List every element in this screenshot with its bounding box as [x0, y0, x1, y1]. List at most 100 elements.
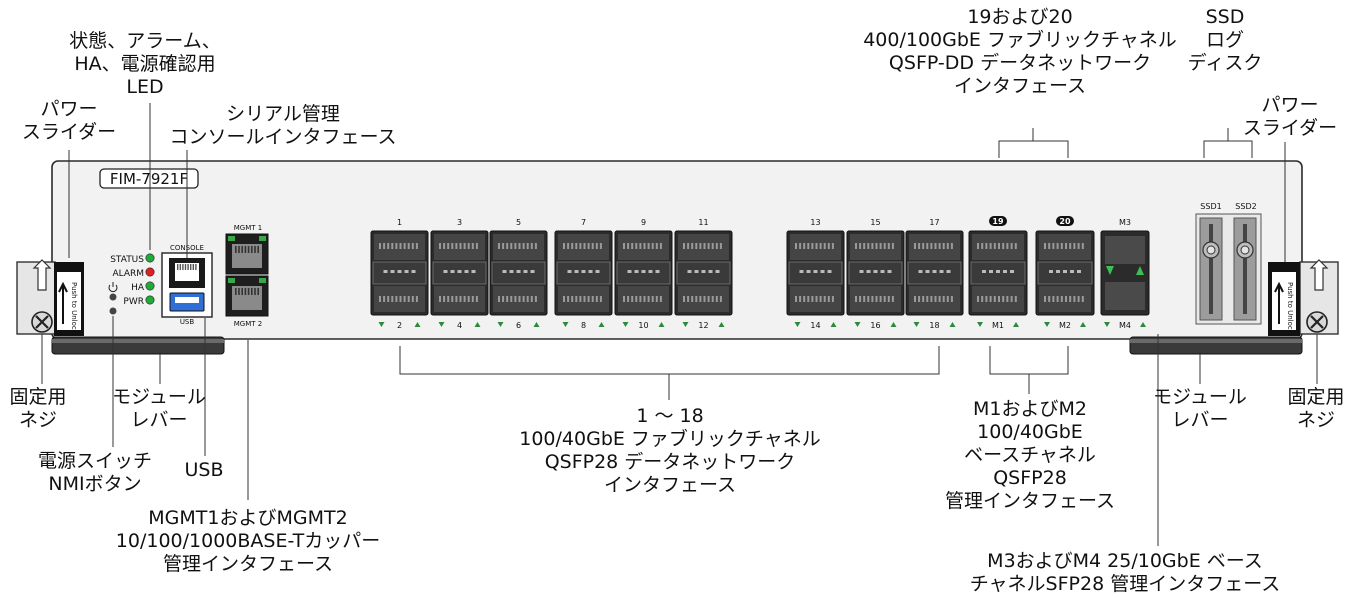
port-17-contact — [934, 243, 937, 249]
port-15-contact — [859, 296, 862, 302]
port-5-contact — [526, 296, 529, 302]
callout-line: 固定用 — [1287, 386, 1345, 408]
port-bottom-label: 8 — [581, 321, 586, 330]
port-20-contact — [1052, 296, 1055, 302]
mgmt1-pin — [254, 246, 256, 253]
port-1-contact — [399, 243, 402, 249]
port-15-contact — [875, 243, 878, 249]
port-led-up-icon — [533, 322, 540, 327]
port-led-down-icon — [913, 322, 920, 327]
left-arrow-up-icon — [32, 259, 52, 291]
port-3-contact — [467, 243, 470, 249]
port-15-contact — [879, 296, 882, 302]
port-led-up-icon — [890, 322, 897, 327]
mgmt1-label: MGMT 1 — [234, 224, 262, 232]
port-top-label: 9 — [641, 218, 646, 227]
sfp28-led-up-icon — [1136, 266, 1144, 275]
port-top-label: 17 — [929, 218, 939, 227]
console-pin — [187, 264, 189, 270]
port-1-contact — [395, 296, 398, 302]
callout-line: 管理インタフェース — [944, 490, 1116, 512]
port-led-down-icon — [1044, 322, 1050, 327]
callout-line: モジュール — [112, 386, 206, 408]
port-7-contact — [587, 243, 590, 249]
port-17-contact — [926, 296, 929, 302]
led-label-status: STATUS — [110, 255, 144, 265]
port-13-contact — [807, 296, 810, 302]
mgmt1-pin — [238, 246, 240, 253]
port-9-contact — [659, 296, 662, 302]
port-15-contact — [867, 243, 870, 249]
right-lever-highlight — [1130, 339, 1302, 343]
port-3-contact — [459, 296, 462, 302]
port-17-contact — [950, 243, 953, 249]
port-led-up-icon — [598, 322, 605, 327]
port-20-latch-mark — [1063, 270, 1067, 273]
port-9-contact — [651, 243, 654, 249]
port-led-up-icon — [1013, 322, 1019, 327]
port-13-latch-mark — [820, 270, 825, 273]
right-unlock-text: Push to Unlock — [1286, 282, 1294, 335]
port-7-latch-mark — [567, 270, 572, 273]
callout-line: MGMT1およびMGMT2 — [148, 507, 348, 529]
callout-usb: USB — [172, 459, 236, 482]
port-3-contact — [439, 243, 441, 249]
port-11-contact — [695, 296, 698, 302]
port-led-down-icon — [682, 322, 689, 327]
port-led-down-icon — [794, 322, 801, 327]
port-7-latch-mark — [581, 270, 586, 273]
callout-line: 状態、アラーム、 — [69, 30, 221, 52]
port-top-label: 3 — [457, 218, 462, 227]
port-17-contact — [926, 243, 929, 249]
port-1-contact — [395, 243, 398, 249]
port-17-contact — [942, 243, 945, 249]
power-symbol-icon — [108, 282, 118, 293]
port-11-contact — [683, 296, 685, 302]
callout-screw-right: 固定用ネジ — [1278, 386, 1354, 432]
callout-line: インタフェース — [603, 474, 737, 496]
port-17-contact — [946, 296, 949, 302]
ssd1-latch-center — [1206, 245, 1216, 255]
port-20-contact — [1056, 243, 1059, 249]
port-5-contact — [510, 296, 513, 302]
port-1-contact — [387, 243, 390, 249]
port-13-contact — [807, 243, 810, 249]
port-7-contact — [595, 243, 598, 249]
callout-line: ログ — [1205, 29, 1244, 51]
sfp28-led-down-icon — [1106, 266, 1114, 275]
left-unlock-text: Push to Unlock — [70, 282, 78, 335]
callout-line: 100/40GbE — [977, 421, 1083, 443]
port-led-down-icon — [622, 322, 629, 327]
port-9-contact — [623, 296, 625, 302]
callout-line: 管理インタフェース — [162, 553, 334, 575]
port-19-contact — [1006, 243, 1009, 249]
callout-line: レバー — [1171, 409, 1229, 431]
callout-line: ベースチャネル — [964, 444, 1096, 466]
port-3-latch-mark — [443, 270, 448, 273]
mgmt2-led-right — [259, 278, 266, 283]
port-9-latch-mark — [634, 270, 639, 273]
port-1-contact — [391, 243, 394, 249]
port-3-contact — [463, 296, 466, 302]
port-3-contact — [455, 296, 458, 302]
port-5-contact — [526, 243, 529, 249]
callout-line: 100/40GbE ファブリックチャネル — [519, 428, 821, 450]
callout-line: レバー — [130, 409, 188, 431]
ssd2-label: SSD2 — [1235, 202, 1256, 211]
port-19-contact — [985, 243, 988, 249]
port-17-contact — [922, 296, 925, 302]
port-15-latch-mark — [859, 270, 864, 273]
port-3-latch-mark — [464, 270, 469, 273]
port-19-contact — [1014, 243, 1017, 249]
port-17-contact — [918, 243, 921, 249]
callout-line: M1およびM2 — [973, 398, 1087, 420]
port-15-contact — [891, 296, 894, 302]
port-19-contact — [1002, 296, 1005, 302]
port-15-contact — [863, 243, 866, 249]
port-led-up-icon — [1140, 322, 1146, 327]
port-3-latch-mark — [471, 270, 476, 273]
port-1-contact — [411, 296, 414, 302]
port-1-contact — [391, 296, 394, 302]
